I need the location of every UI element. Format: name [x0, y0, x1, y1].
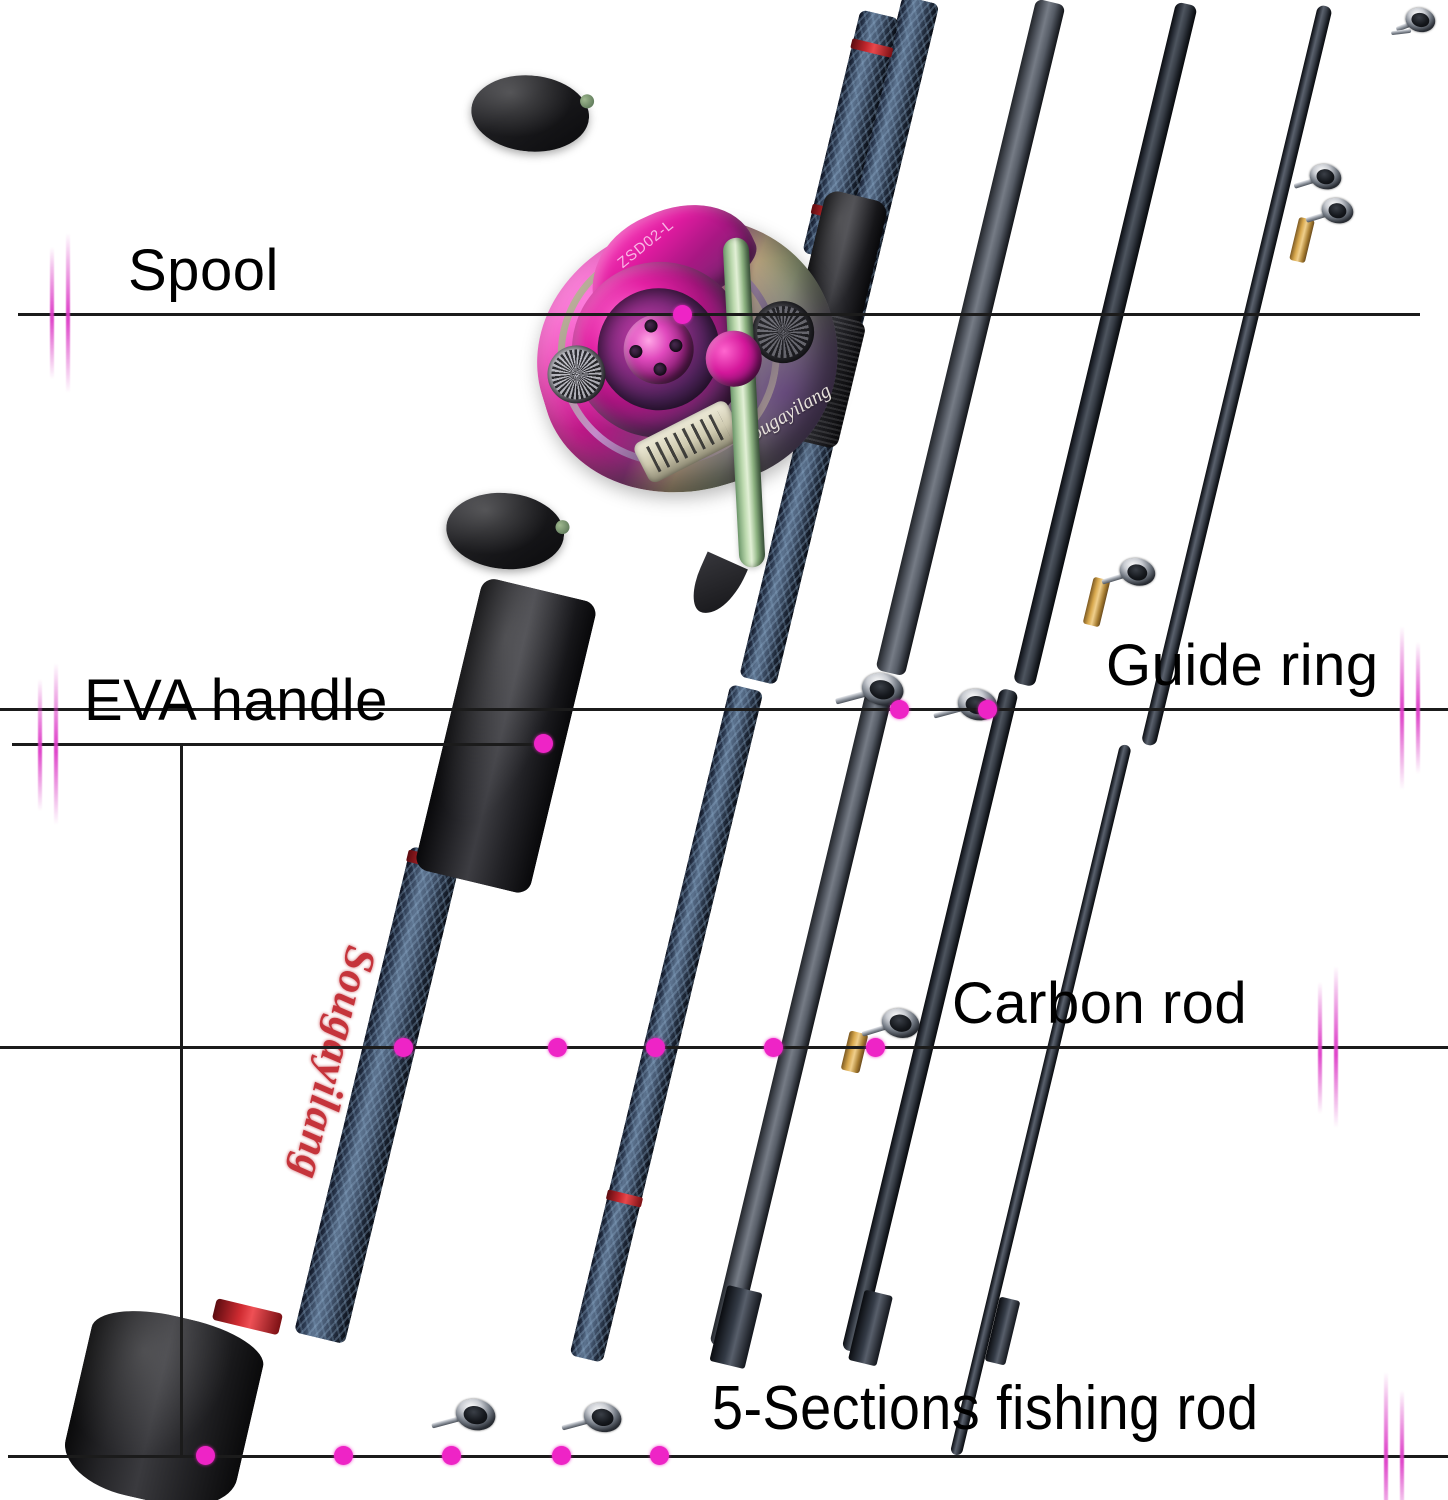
guide-ring-s4-b	[554, 1394, 625, 1453]
tick-ornament-sections	[1384, 1372, 1414, 1500]
trim-ring-top-a	[850, 38, 894, 58]
marker-dot-spool	[673, 305, 692, 324]
tick-ornament-guide-ring	[1400, 626, 1430, 790]
butt-cap-eva	[56, 1298, 270, 1500]
callout-line-spool	[18, 313, 1420, 316]
trigger-grip	[684, 551, 748, 623]
callout-branch-eva-handle	[180, 743, 183, 1457]
marker-dot-eva-handle	[534, 734, 553, 753]
marker-dot-guide-ring-a	[890, 700, 909, 719]
label-spool: Spool	[128, 238, 279, 303]
callout-line-carbon-rod	[0, 1046, 1448, 1049]
reel-handle-knob-lower	[443, 488, 568, 575]
marker-dot-section-3	[442, 1446, 461, 1465]
callout-line-eva-handle	[12, 743, 550, 746]
label-eva-handle: EVA handle	[84, 668, 388, 733]
label-sections: 5-Sections fishing rod	[712, 1374, 1259, 1443]
tick-ornament-spool	[50, 233, 80, 393]
callout-line-guide-ring	[0, 708, 1448, 711]
reel-handle-knob-upper	[468, 70, 593, 157]
marker-dot-guide-ring-b	[978, 700, 997, 719]
marker-dot-carbon-4	[764, 1038, 783, 1057]
tick-ornament-eva-handle	[38, 663, 68, 825]
callout-line-sections	[8, 1455, 1448, 1458]
guide-ring-s3-b	[423, 1389, 499, 1451]
rod-section-1-butt-blank: Sougayilang	[283, 845, 462, 1345]
eva-handle-grip	[413, 576, 599, 896]
marker-dot-carbon-3	[646, 1038, 665, 1057]
marker-dot-section-4	[552, 1446, 571, 1465]
label-carbon-rod: Carbon rod	[952, 971, 1248, 1036]
marker-dot-section-1	[196, 1446, 215, 1465]
guide-ring-tip-top	[1384, 1, 1438, 48]
marker-dot-carbon-2	[548, 1038, 567, 1057]
label-guide-ring: Guide ring	[1106, 633, 1379, 698]
marker-dot-section-5	[650, 1446, 669, 1465]
trim-ring-s2	[605, 1189, 644, 1208]
ferrule-section-2	[709, 1284, 763, 1370]
marker-dot-section-2	[334, 1446, 353, 1465]
rod-brand-graphic: Sougayilang	[282, 941, 387, 1185]
tick-ornament-carbon-rod	[1318, 966, 1348, 1128]
marker-dot-carbon-1	[394, 1038, 413, 1057]
marker-dot-carbon-5	[866, 1038, 885, 1057]
